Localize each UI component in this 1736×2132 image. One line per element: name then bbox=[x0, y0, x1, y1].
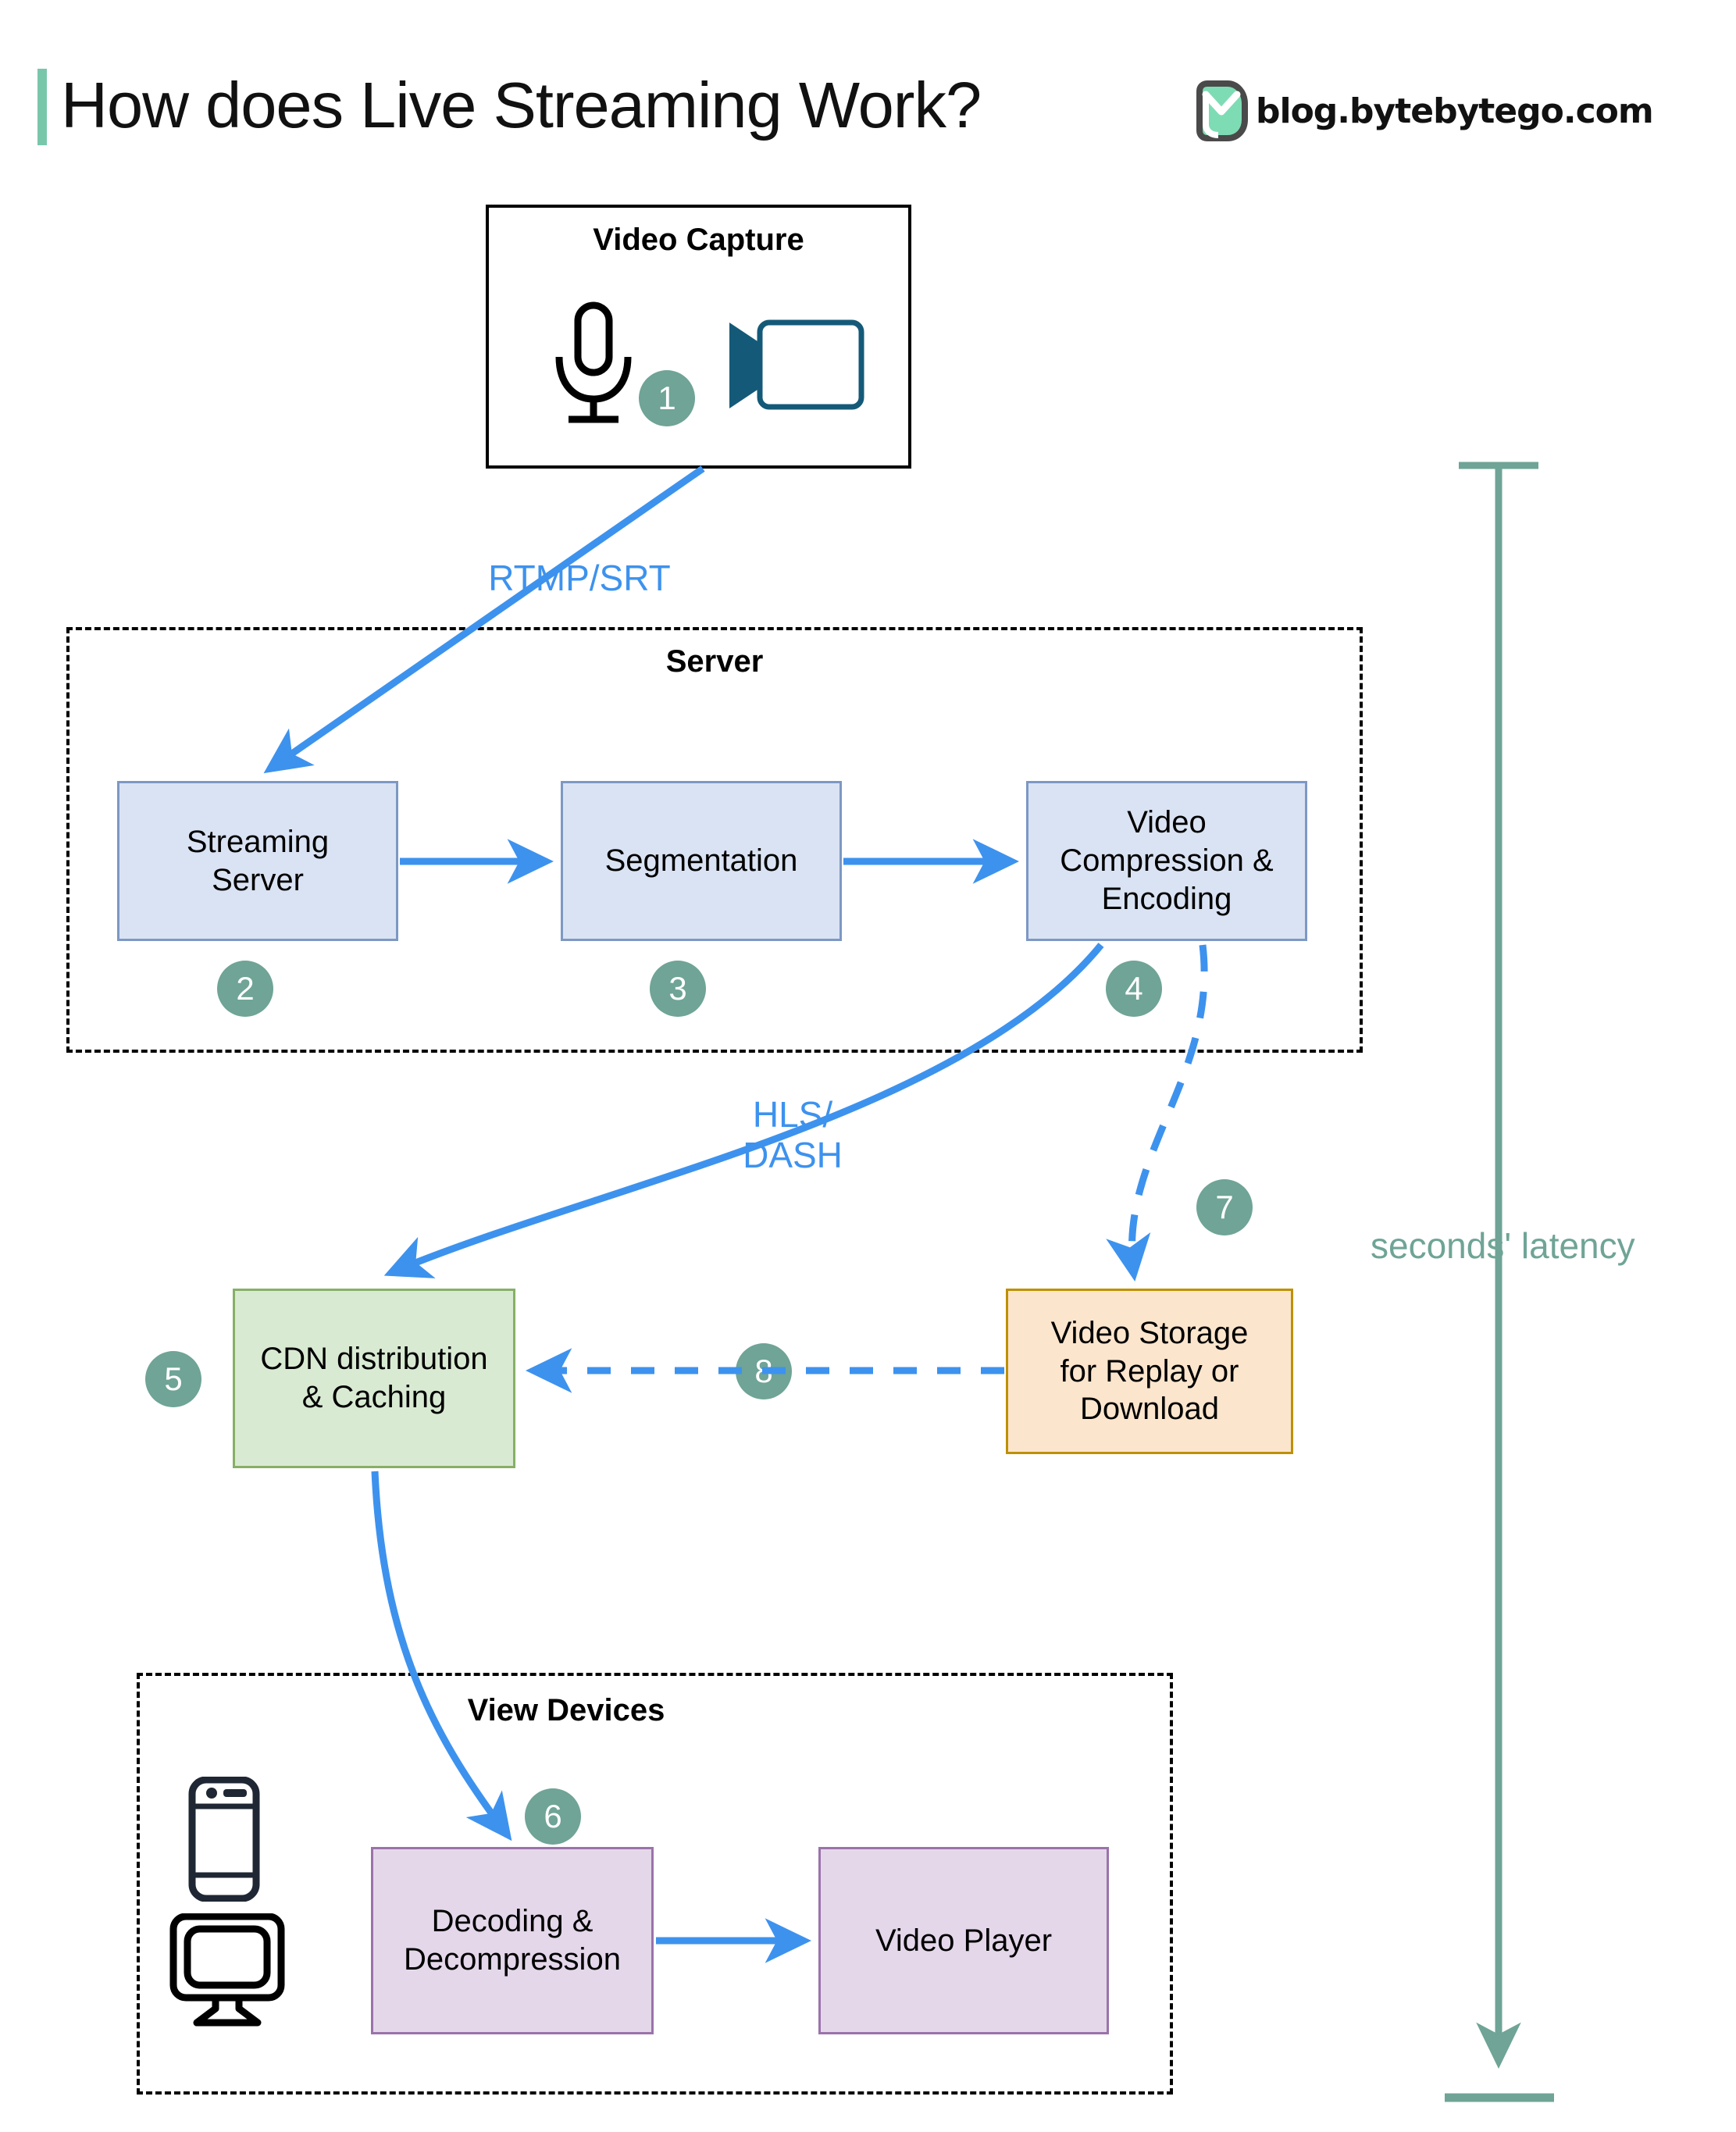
step-badge-1: 1 bbox=[639, 370, 695, 426]
server-group-title: Server bbox=[665, 644, 764, 679]
page-title: How does Live Streaming Work? bbox=[61, 69, 982, 141]
node-video-compression[interactable]: Video Compression & Encoding bbox=[1026, 781, 1307, 941]
step-badge-7: 7 bbox=[1196, 1179, 1253, 1235]
latency-bracket bbox=[1445, 462, 1554, 2102]
brand-block: blog.bytebytego.com bbox=[1193, 80, 1654, 141]
node-cdn-distribution[interactable]: CDN distribution & Caching bbox=[233, 1289, 515, 1468]
node-decoding-decompression[interactable]: Decoding & Decompression bbox=[371, 1847, 654, 2034]
smartphone-icon bbox=[188, 1777, 260, 1902]
step-badge-3: 3 bbox=[650, 961, 706, 1017]
step-badge-6: 6 bbox=[525, 1788, 581, 1845]
node-streaming-server[interactable]: Streaming Server bbox=[117, 781, 398, 941]
node-segmentation[interactable]: Segmentation bbox=[561, 781, 842, 941]
node-video-storage[interactable]: Video Storage for Replay or Download bbox=[1006, 1289, 1293, 1454]
step-badge-2: 2 bbox=[217, 961, 273, 1017]
latency-annotation-label: seconds' latency bbox=[1371, 1225, 1635, 1266]
node-video-player[interactable]: Video Player bbox=[818, 1847, 1109, 2034]
view-devices-group bbox=[137, 1673, 1173, 2095]
page-header: How does Live Streaming Work? blog.byteb… bbox=[0, 31, 1736, 145]
brand-url: blog.bytebytego.com bbox=[1256, 91, 1654, 131]
view-devices-title: View Devices bbox=[467, 1693, 665, 1727]
title-accent-bar bbox=[37, 69, 47, 145]
microphone-icon bbox=[555, 301, 632, 423]
step-badge-8: 8 bbox=[736, 1343, 792, 1399]
video-capture-title: Video Capture bbox=[593, 223, 804, 257]
bytebytego-logo-icon bbox=[1196, 80, 1248, 141]
edge-label-hls-dash: HLS/ DASH bbox=[743, 1094, 843, 1175]
step-badge-5: 5 bbox=[145, 1351, 201, 1407]
step-badge-4: 4 bbox=[1106, 961, 1162, 1017]
edge-label-rtmp-srt: RTMP/SRT bbox=[488, 558, 671, 598]
video-camera-icon bbox=[729, 319, 864, 410]
monitor-icon bbox=[169, 1913, 285, 2027]
